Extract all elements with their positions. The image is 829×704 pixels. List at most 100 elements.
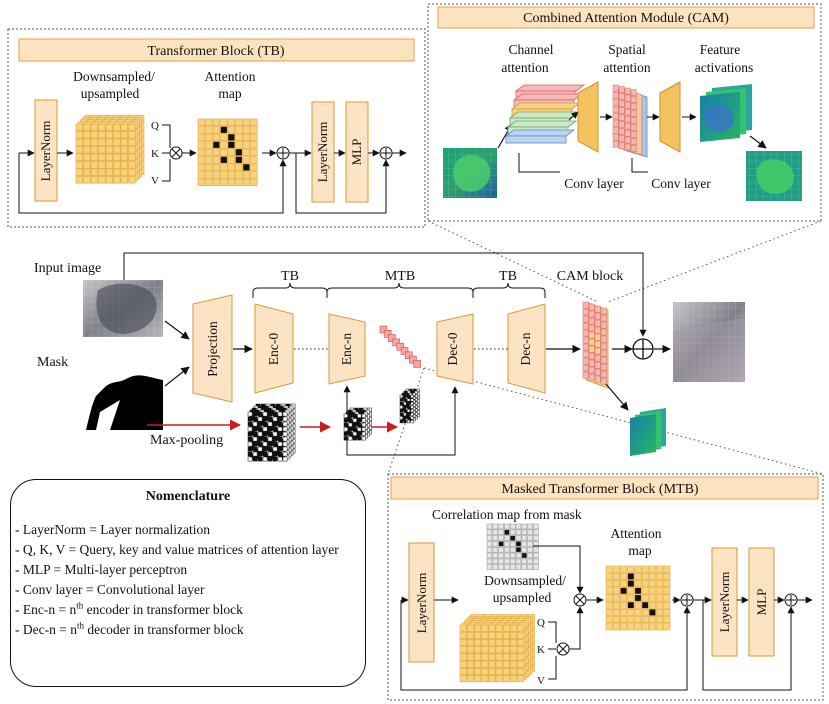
grid-cell [459,675,467,683]
correlation-cell [527,564,533,570]
spatial-cell [624,108,631,116]
pooled-mask-cell [277,446,283,452]
pooled-mask-cell [406,409,411,413]
grid-cell [488,653,496,661]
grid-cell [83,138,91,146]
attention-cell [612,601,620,609]
cam-block-cell [588,317,595,325]
grid-cell [502,639,510,647]
pooled-mask-cell [272,431,278,437]
attention-cell [242,171,250,179]
correlation-cell [509,535,516,541]
pooled-mask-cell [406,394,411,398]
pooled-mask-cell [399,409,403,413]
cam-conv1-text: Conv layer [564,176,624,191]
output-feature-front [630,414,656,456]
grid-cell [75,161,83,169]
attention-cell [627,623,635,631]
spatial-cell [618,114,625,121]
grid-cell [466,624,474,632]
bottleneck-token [383,329,392,338]
grid-cell [128,146,136,154]
attention-cell [212,148,220,156]
pooled-mask-cell [412,392,416,396]
grid-cell [517,639,525,647]
correlation-cell [486,541,493,547]
mask-label: Mask [37,355,68,370]
pooled-mask-cell [399,398,403,402]
pooled-mask-cell [412,407,416,411]
grid-cell [90,176,98,184]
grid-cell [466,646,474,654]
attention-cell [634,587,642,595]
grid-cell [495,653,503,661]
attention-cell [212,141,220,149]
pooled-mask-cell [403,401,407,406]
pooled-mask-cell [401,414,405,418]
grid-cell [128,138,136,146]
grid-cell [466,667,474,675]
pooled-mask-cell [282,426,288,432]
attention-cell [641,601,649,609]
tb-mlp-box [345,101,369,203]
attention-cell [627,608,635,616]
cam-block-cell [594,312,601,320]
cam-output-feature-stack [630,408,666,456]
bottleneck-token [379,325,388,334]
pooled-mask-cell [262,436,268,442]
pooled-mask-cell [407,390,411,394]
cam-block-cell [600,328,607,336]
attention-cell [235,141,243,149]
correlation-cell [509,552,516,559]
nomenclature-item-text: - MLP = Multi-layer perceptron [15,562,188,577]
pooled-mask-cell [252,436,258,442]
spatial-cell [624,115,631,123]
correlation-cell [504,552,510,559]
grid-cell [495,631,503,639]
pooled-mask-cell [277,426,283,432]
correlation-cell [492,552,499,559]
pooled-mask-cell [399,401,403,406]
pooled-mask-cell [405,407,409,411]
pooled-mask-cell [247,441,253,447]
grid-cell [466,639,474,647]
grid-cell [128,168,136,176]
cam-block-cell [582,315,589,323]
tb-downsampled-line1: Downsampled/ [73,69,155,84]
grid-cell [481,667,489,675]
grid-cell [105,176,113,184]
mtb-add-glyph-2 [786,595,796,605]
pooled-mask-cell [406,412,411,416]
tb-feature-grid-stack [75,114,145,184]
attention-cell [250,118,258,126]
grid-cell [488,631,496,639]
grid-cell [488,624,496,632]
correlation-cell [492,535,499,541]
pooled-mask-cell [403,394,407,398]
encn-text: Enc-n [339,333,354,365]
pooled-mask-cell [348,431,353,436]
cam-block-cell [600,335,607,343]
correlation-cell [509,529,516,536]
pooled-mask-cell [410,419,414,424]
mtb-multiply-glyph-2 [575,595,585,605]
pooled-mask-cell [352,436,357,441]
pooled-mask-cell [406,419,411,424]
attention-cell [227,171,235,179]
attention-cell [220,118,228,126]
attention-cell [227,118,235,126]
grid-cell [488,646,496,654]
cam-block-cell [588,338,595,346]
enc0-text: Enc-0 [266,333,281,365]
attention-cell [227,163,235,171]
grid-cell [510,667,518,675]
grid-cell [466,631,474,639]
grid-cell [105,138,113,146]
cam-block-cell [594,361,601,369]
pooled-mask-cell [357,413,362,418]
correlation-cell [533,546,539,553]
pooled-mask-cell [343,422,348,427]
cam-block-cell [600,349,607,357]
spatial-cell [618,100,625,107]
pooled-mask-cell [412,396,416,400]
